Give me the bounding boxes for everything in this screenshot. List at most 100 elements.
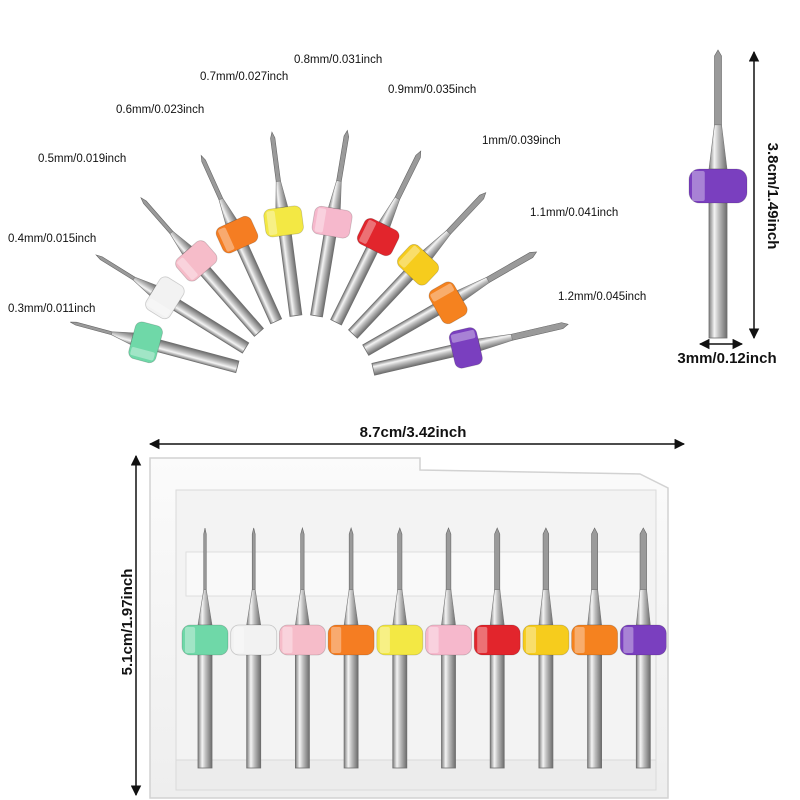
drill-collar [376,624,424,656]
fan-drill-bit [310,129,353,318]
collar-highlight [623,627,634,653]
fan-bit-size-label: 0.3mm/0.011inch [8,303,95,315]
drill-collar [215,215,259,254]
collar-highlight [331,627,342,653]
drill-collar [175,240,218,282]
drill-collar [473,624,521,656]
fan-bit-size-label: 1.1mm/0.041inch [530,207,618,219]
collar-highlight [477,627,488,653]
drill-shank [197,639,213,769]
drill-shank [538,639,554,769]
fan-bit-size-label: 1mm/0.039inch [482,135,561,147]
drill-collar [448,327,483,369]
drill-shank [392,639,408,769]
collar-highlight [692,171,705,201]
drill-shank [587,639,602,769]
drill-neck [477,333,513,351]
drill-shank [246,639,262,769]
drill-collar [522,624,570,656]
drill-neck [275,180,289,209]
case-drill-bit [473,527,521,769]
length-dimension-label: 3.8cm/1.49inch [764,143,781,250]
collar-highlight [574,627,585,653]
case-drill-bit [327,527,375,769]
fan-bit-size-label: 1.2mm/0.045inch [558,291,646,303]
collar-highlight [266,210,278,236]
collar-highlight [398,245,420,268]
case-drill-bit [278,526,326,769]
drill-shank [441,639,456,769]
fan-bit-size-label: 0.6mm/0.023inch [116,104,204,116]
collar-highlight [130,347,155,361]
case-drill-bit [522,527,570,769]
drill-neck [218,197,238,225]
fan-drill-bit [140,196,264,337]
fan-drill-bit [200,154,283,325]
case-drill-bit [376,527,424,769]
drill-neck [328,180,342,210]
drill-collar [145,276,185,320]
single-drill-bit-dimension: 3.8cm/1.49inch 3mm/0.12inch [677,49,781,367]
drill-shank [294,639,310,769]
collar-highlight [218,227,235,252]
fan-drill-bit [371,322,569,376]
drill-shank [489,639,505,769]
fan-drill-bit [348,192,487,339]
storage-case: 8.7cm/3.42inch 5.1cm/1.97inch [119,424,686,799]
drill-collar [128,321,163,364]
collar-highlight [450,330,476,343]
collar-highlight [185,627,196,653]
drill-collar [688,168,748,204]
drill-shank [343,639,359,769]
drill-neck [708,124,728,170]
fan-drill-bit [330,150,422,326]
collar-highlight [177,257,198,280]
fan-bit-size-label: 0.5mm/0.019inch [38,153,126,165]
drill-neck [456,277,490,302]
drill-collar [425,624,472,656]
drill-shank [635,639,651,769]
collar-highlight [233,627,244,653]
case-drill-bit [230,527,278,769]
drill-neck [110,331,135,345]
drill-collar [428,281,468,325]
collar-highlight [430,283,454,302]
drill-shank [708,185,728,339]
case-drill-bit [571,527,618,769]
collar-highlight [359,219,376,244]
fan-drill-bit [263,131,304,317]
fan-bit-size-label: 0.4mm/0.015inch [8,233,96,245]
fan-drill-bit [95,254,250,354]
case-drill-bit [619,527,667,769]
shank-dimension-label: 3mm/0.12inch [677,350,776,367]
fan-bit-size-label: 0.7mm/0.027inch [200,71,288,83]
collar-highlight [525,627,537,653]
case-height-label: 5.1cm/1.97inch [119,569,136,676]
collar-highlight [314,208,327,233]
collar-highlight [147,298,171,317]
drill-collar [327,624,375,656]
single-drill-bit [688,49,748,339]
collar-highlight [282,627,293,653]
single-bit-body [688,49,748,339]
drill-bit-fan: 0.3mm/0.011inch 0.4mm/0.015inch 0.5mm/0.01… [8,54,646,376]
case-drill-bit [425,527,472,769]
collar-highlight [379,627,390,653]
drill-collar [230,624,278,656]
fan-drill-bit [362,251,538,356]
drill-collar [263,205,304,238]
drill-collar [181,624,229,656]
fan-drill-bit [70,321,240,374]
drill-collar [619,624,667,656]
case-holder-rail [185,551,647,597]
drill-collar [278,624,326,656]
case-width-label: 8.7cm/3.42inch [360,424,467,441]
collar-highlight [428,627,439,653]
drill-neck [378,196,401,228]
drill-collar [356,218,400,257]
case-drill-bits [181,526,667,769]
drill-collar [571,624,618,656]
drill-collar [311,205,353,239]
drill-collar [396,244,440,286]
